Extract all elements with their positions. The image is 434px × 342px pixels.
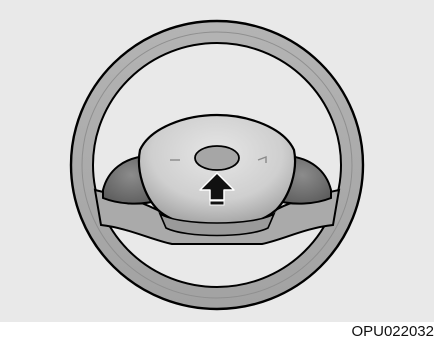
steering-wheel-illustration <box>0 0 434 322</box>
illustration-panel <box>0 0 434 322</box>
emblem-oval <box>195 146 239 170</box>
figure-code-label: OPU022032 <box>351 322 434 342</box>
